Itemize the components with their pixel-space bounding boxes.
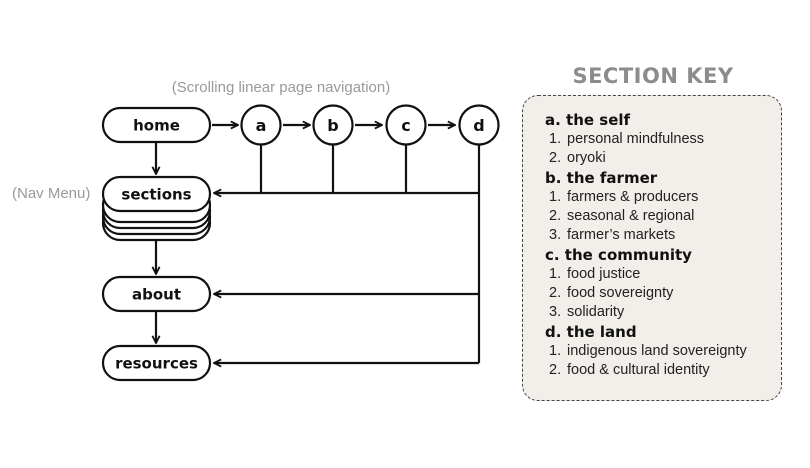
key-section-d: d. the land 1. indigenous land sovereignt… [545, 322, 781, 380]
key-item-text: food justice [567, 266, 641, 282]
key-item: 2. oryoki [545, 149, 781, 168]
key-item-number: 1. [549, 189, 562, 205]
section-a-label: a [256, 116, 267, 135]
key-item-text: personal mindfulness [567, 131, 705, 147]
about-label: about [132, 286, 181, 304]
sections-label: sections [121, 186, 191, 204]
key-section-heading: c. the community [545, 246, 692, 264]
section-key-panel: a. the self 1. personal mindfulness 2. ory… [522, 95, 782, 401]
key-item-number: 2. [549, 285, 562, 301]
key-section-b: b. the farmer 1. farmers & producers 2. se… [545, 168, 781, 245]
nav-menu-note: (Nav Menu) [12, 185, 90, 202]
key-item: 1. food justice [545, 265, 781, 284]
key-item-text: food sovereignty [567, 285, 674, 301]
home-node[interactable] [101, 106, 212, 144]
key-item: 2. food & cultural identity [545, 361, 781, 380]
section-c-label: c [401, 116, 410, 135]
key-item-number: 2. [549, 362, 562, 378]
key-item-number: 1. [549, 266, 562, 282]
key-item-text: seasonal & regional [567, 208, 695, 224]
key-section-heading: d. the land [545, 323, 637, 341]
key-item: 1. farmers & producers [545, 188, 781, 207]
key-item-text: oryoki [567, 150, 606, 166]
key-item-number: 3. [549, 304, 562, 320]
section-d-label: d [473, 116, 484, 135]
section-d-node[interactable] [458, 104, 500, 146]
key-item: 1. indigenous land sovereignty [545, 342, 781, 361]
section-b-label: b [327, 116, 338, 135]
key-item: 2. seasonal & regional [545, 207, 781, 226]
linear-navigation-note: (Scrolling linear page navigation) [172, 79, 390, 96]
key-item-text: food & cultural identity [567, 362, 710, 378]
key-section-heading: b. the farmer [545, 169, 658, 187]
section-b-node[interactable] [312, 104, 354, 146]
key-item-text: solidarity [567, 304, 625, 320]
resources-label: resources [115, 355, 198, 373]
key-item: 3. farmer’s markets [545, 226, 781, 245]
home-label: home [133, 117, 180, 135]
key-item-number: 1. [549, 131, 562, 147]
key-section-heading: a. the self [545, 111, 631, 129]
key-item-text: farmers & producers [567, 189, 699, 205]
key-item: 3. solidarity [545, 303, 781, 322]
resources-node[interactable] [101, 344, 212, 382]
section-key-title: SECTION KEY [572, 64, 734, 88]
key-item-number: 2. [549, 208, 562, 224]
key-section-c: c. the community 1. food justice 2. food s… [545, 245, 781, 322]
key-item-text: indigenous land sovereignty [567, 343, 747, 359]
key-item-number: 1. [549, 343, 562, 359]
key-item-number: 3. [549, 227, 562, 243]
key-item: 1. personal mindfulness [545, 130, 781, 149]
key-item: 2. food sovereignty [545, 284, 781, 303]
section-c-node[interactable] [385, 104, 427, 146]
key-section-a: a. the self 1. personal mindfulness 2. ory… [545, 110, 781, 168]
key-item-number: 2. [549, 150, 562, 166]
sections-node[interactable] [101, 175, 212, 213]
section-a-node[interactable] [240, 104, 282, 146]
connectors [156, 125, 481, 363]
key-item-text: farmer’s markets [567, 227, 676, 243]
about-node[interactable] [101, 275, 212, 313]
